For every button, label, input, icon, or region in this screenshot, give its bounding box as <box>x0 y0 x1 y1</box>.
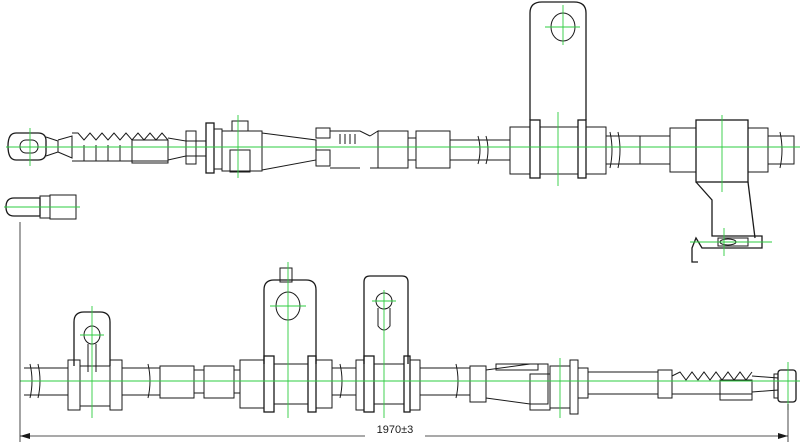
end-fitting-detail <box>4 194 80 220</box>
eyelet-end-fitting <box>7 132 59 161</box>
top-centerlines <box>6 5 800 256</box>
bottom-mid-conduit-1 <box>122 363 240 399</box>
right-l-bracket <box>669 119 795 263</box>
top-cable-assembly <box>6 1 800 263</box>
bottom-centerlines <box>20 262 800 418</box>
bottom-adjuster <box>469 359 658 415</box>
right-end-fitting <box>773 369 797 403</box>
bottom-cable-assembly <box>20 262 800 418</box>
adjuster-body <box>205 120 371 174</box>
overall-length-label: 1970±3 <box>377 424 414 436</box>
left-dust-boot <box>57 130 197 165</box>
right-dust-boot <box>657 369 779 401</box>
mid-conduit <box>606 131 671 169</box>
bracket-1 <box>67 311 123 411</box>
bracket-3 <box>355 275 421 413</box>
top-conduit <box>186 130 510 169</box>
bracket-2 <box>239 267 333 413</box>
top-mounting-bracket <box>509 1 607 179</box>
overall-length-dimension: 1970±3 <box>19 222 789 442</box>
